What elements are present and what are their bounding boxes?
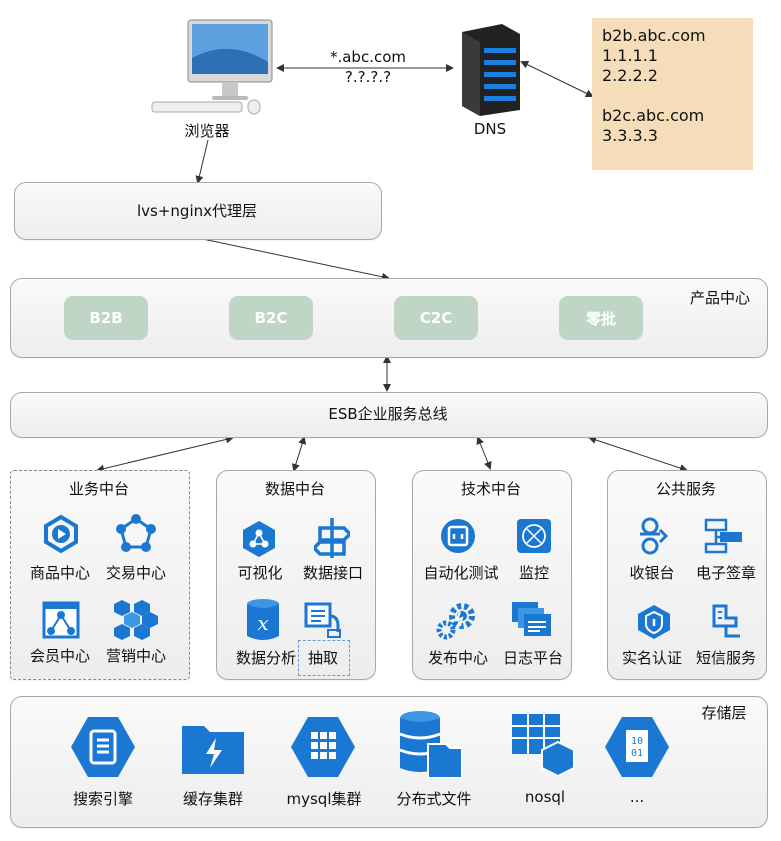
svg-text:01: 01 xyxy=(631,748,643,759)
tech-item-label: 监控 xyxy=(518,564,549,582)
grid-icon xyxy=(114,600,158,640)
public-item-label: 收银台 xyxy=(629,564,675,582)
public-item-label: 短信服务 xyxy=(695,649,756,667)
nosql-icon xyxy=(512,714,575,778)
dns-records-note: b2b.abc.com 1.1.1.1 2.2.2.2 b2c.abc.com … xyxy=(592,18,753,170)
gear-icon xyxy=(436,603,475,640)
proxy-label: lvs+nginx代理层 xyxy=(136,202,257,220)
data-item-label: 数据分析 xyxy=(235,649,296,667)
data-item-label: 可视化 xyxy=(237,564,283,582)
svg-text:10: 10 xyxy=(631,736,643,747)
sms-icon xyxy=(712,604,740,638)
signature-icon xyxy=(704,518,742,554)
request-domain: *.abc.com xyxy=(329,48,407,66)
api-icon xyxy=(314,518,350,558)
business-item-label: 营销中心 xyxy=(105,647,166,665)
storage-item-label: mysql集群 xyxy=(286,790,362,808)
id-shield-icon xyxy=(638,605,670,639)
storage-item-label: 缓存集群 xyxy=(182,790,243,808)
business-item-label: 交易中心 xyxy=(105,564,166,582)
tech-item-label: 自动化测试 xyxy=(423,564,499,582)
business-platform-title: 业务中台 xyxy=(68,480,129,498)
dns-record-line: b2b.abc.com xyxy=(602,26,706,45)
binary-icon: 10 01 xyxy=(605,717,669,777)
dns-label: DNS xyxy=(473,120,507,138)
extract-highlight xyxy=(298,640,350,676)
cashier-icon xyxy=(640,517,669,555)
tech-item-label: 日志平台 xyxy=(502,649,563,667)
data-item-label: 数据接口 xyxy=(302,564,363,582)
tech-item-label: 发布中心 xyxy=(427,649,488,667)
product-wholesale: 零批 xyxy=(559,296,643,340)
svg-text:x: x xyxy=(257,611,268,635)
network-icon xyxy=(42,601,80,639)
request-ip: ?.?.?.? xyxy=(344,68,392,86)
public-item-label: 实名认证 xyxy=(621,649,682,667)
analytics-icon: x xyxy=(247,599,279,640)
business-item-label: 商品中心 xyxy=(29,564,90,582)
bolt-folder-icon xyxy=(182,726,244,774)
sdk-icon xyxy=(243,521,275,557)
dns-record-line: 1.1.1.1 xyxy=(602,46,658,65)
tech-platform-title: 技术中台 xyxy=(460,480,521,498)
product-b2b: B2B xyxy=(64,296,148,340)
storage-item-label: 搜索引擎 xyxy=(72,790,133,808)
proxy-layer xyxy=(14,182,382,240)
browser-label: 浏览器 xyxy=(184,122,230,140)
extract-icon xyxy=(304,602,341,638)
public-services-title: 公共服务 xyxy=(655,480,716,498)
data-item-label: 抽取 xyxy=(307,649,338,667)
storage-item-label: 分布式文件 xyxy=(396,790,472,808)
dns-record-line: b2c.abc.com xyxy=(602,106,705,125)
storage-label: 存储层 xyxy=(701,704,747,722)
public-item-label: 电子签章 xyxy=(695,564,756,582)
public-services xyxy=(607,470,767,680)
server-icon xyxy=(462,24,520,116)
data-platform-title: 数据中台 xyxy=(264,480,325,498)
product-c2c: C2C xyxy=(394,296,478,340)
database-icon xyxy=(399,711,463,779)
monitor-icon xyxy=(151,19,273,115)
storage-item-label: ... xyxy=(629,788,645,806)
monitor-panel-icon xyxy=(517,519,551,553)
esb-label: ESB企业服务总线 xyxy=(328,405,448,423)
dns-record-line: 3.3.3.3 xyxy=(602,126,658,145)
product-b2c: B2C xyxy=(229,296,313,340)
business-platform xyxy=(10,470,190,680)
test-icon xyxy=(441,519,475,553)
log-icon xyxy=(512,602,551,636)
product-center-label: 产品中心 xyxy=(689,289,750,307)
esb-bus xyxy=(10,392,768,438)
storage-item-label: nosql xyxy=(524,788,566,806)
document-icon xyxy=(71,717,135,777)
cluster-icon xyxy=(116,514,156,552)
business-item-label: 会员中心 xyxy=(29,647,90,665)
tech-platform xyxy=(412,470,572,680)
play-icon xyxy=(44,515,78,553)
dns-record-line: 2.2.2.2 xyxy=(602,66,658,85)
table-grid-icon xyxy=(291,717,355,777)
